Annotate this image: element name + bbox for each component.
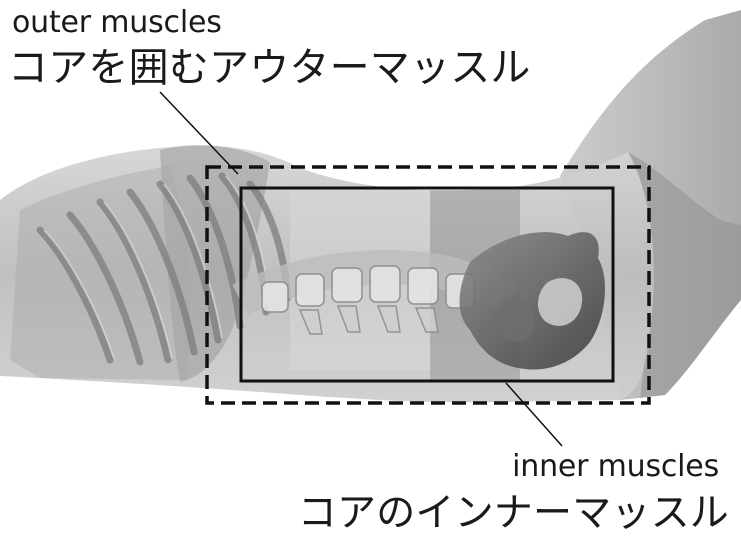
- outer-muscles-label-en: outer muscles: [12, 8, 222, 38]
- inner-muscles-label-ja: コアのインナーマッスル: [298, 494, 729, 533]
- outer-muscles-label-ja: コアを囲むアウターマッスル: [8, 48, 531, 88]
- inner-muscles-label-en: inner muscles: [512, 452, 719, 482]
